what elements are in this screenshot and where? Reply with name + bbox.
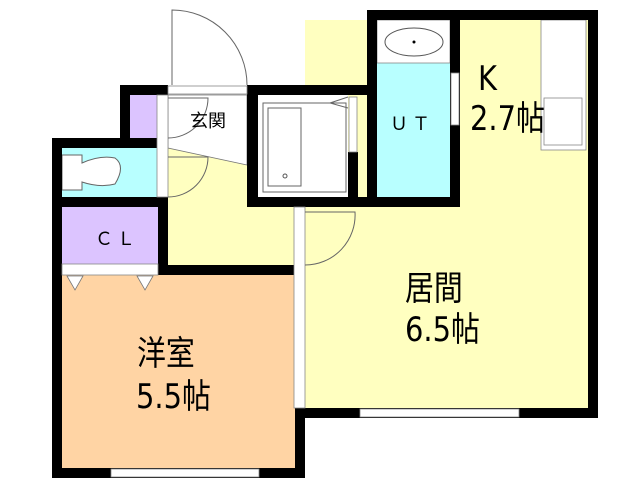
kitchen-label: K: [478, 59, 497, 99]
door-swings: [167, 9, 356, 266]
toilet-icon: [61, 154, 121, 191]
stove-box: [543, 97, 583, 146]
window-utility: [450, 72, 460, 126]
living-size: 6.5帖: [405, 310, 480, 350]
closet-doors: [66, 275, 154, 291]
window-western: [110, 468, 260, 478]
living-label: 居間: [405, 269, 463, 309]
entrance-door: [171, 9, 248, 86]
utility-label: ＵＴ: [390, 114, 434, 135]
western-room-floor: [62, 275, 295, 468]
utility-floor: [377, 63, 450, 197]
kitchen-size: 2.7帖: [470, 99, 545, 139]
western-room-label: 洋室: [137, 334, 195, 374]
closet-floor: [62, 207, 158, 264]
closet-label: ＣＬ: [95, 229, 139, 250]
shoe-storage: [130, 95, 157, 138]
window-living: [359, 408, 520, 418]
western-room-size: 5.5帖: [136, 377, 211, 417]
entrance-label: 玄関: [190, 111, 226, 132]
